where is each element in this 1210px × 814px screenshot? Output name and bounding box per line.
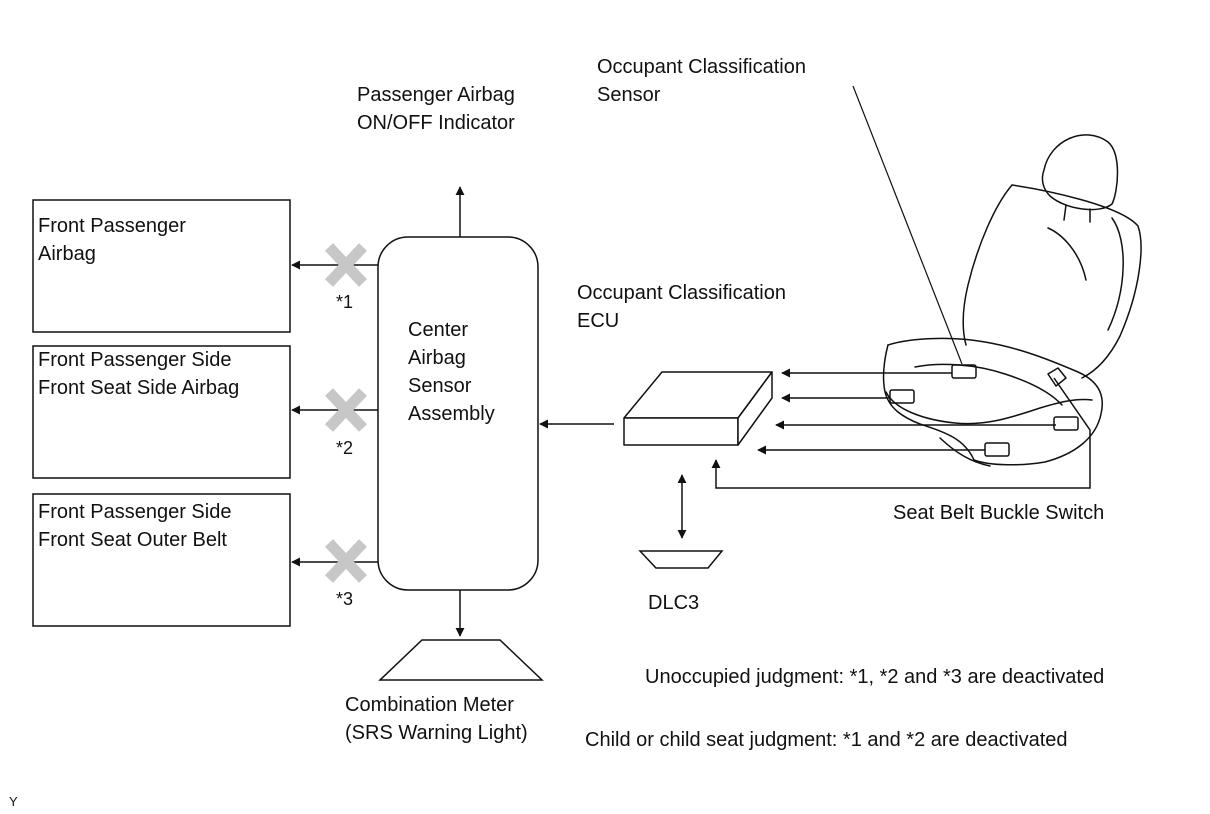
front-seat-side-airbag-label: Front Passenger Side Front Seat Side Air… [38, 349, 240, 399]
dlc3-shape [638, 550, 724, 569]
seat-icon [882, 134, 1142, 467]
cross-mark-1 [325, 243, 367, 287]
cross-mark-3 [325, 539, 367, 583]
center-airbag-sensor-box [377, 236, 539, 591]
sensor-leader-line [852, 85, 963, 365]
occupant-classification-sensor-label: Occupant Classification Sensor [597, 56, 806, 106]
combination-meter-shape [378, 639, 544, 681]
dlc3-label: DLC3 [648, 592, 700, 614]
front-seat-outer-belt-box [32, 493, 291, 627]
ecu-box [623, 371, 773, 446]
front-passenger-airbag-box [32, 199, 291, 333]
front-seat-outer-belt-label: Front Passenger Side Front Seat Outer Be… [38, 501, 232, 551]
passenger-airbag-indicator-label: Passenger Airbag ON/OFF Indicator [357, 84, 515, 134]
cross-mark-2 [325, 388, 367, 432]
front-passenger-airbag-label: Front Passenger Airbag [38, 215, 186, 265]
child-seat-judgment-note: Child or child seat judgment: *1 and *2 … [585, 729, 1068, 751]
center-airbag-sensor-label: Center Airbag Sensor Assembly [408, 319, 495, 425]
marker-2: *2 [336, 438, 354, 458]
marker-3: *3 [336, 589, 354, 609]
sensor-signal-lines [711, 368, 1091, 489]
corner-mark: Y [9, 794, 18, 809]
unoccupied-judgment-note: Unoccupied judgment: *1, *2 and *3 are d… [645, 666, 1105, 688]
front-seat-side-airbag-box [32, 345, 291, 479]
occupant-classification-ecu-label: Occupant Classification ECU [577, 282, 786, 332]
marker-1: *1 [336, 292, 354, 312]
seat-belt-buckle-switch-label: Seat Belt Buckle Switch [893, 502, 1105, 524]
combination-meter-label: Combination Meter (SRS Warning Light) [345, 694, 528, 744]
